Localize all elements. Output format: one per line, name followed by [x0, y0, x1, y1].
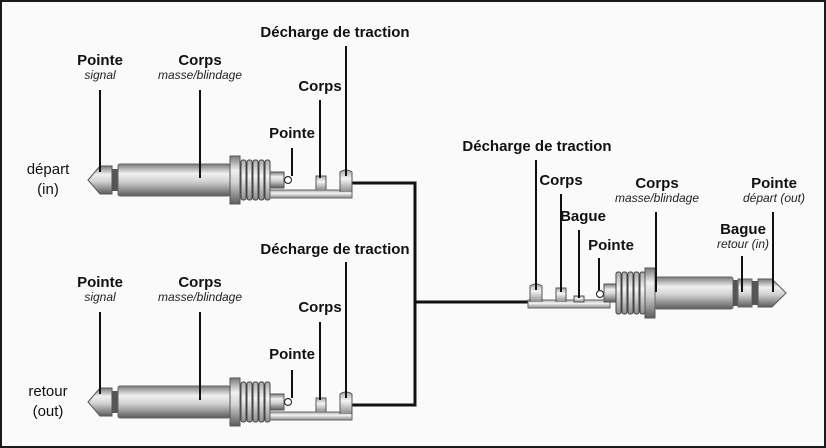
label-trs-strain-relief: Décharge de traction: [452, 139, 622, 155]
plug-trs-tip-terminal: [595, 289, 605, 299]
label-bottom-tip: Pointe signal: [70, 275, 130, 303]
plug-top: [87, 155, 353, 205]
label-trs-ring-sub: retour (in): [716, 236, 769, 251]
label-bottom-body-terminal: Corps: [284, 300, 356, 316]
plug-trs-insulator-1: [733, 280, 738, 306]
plug-top-collar: [229, 155, 241, 205]
label-trs-sleeve: Corps masse/blindage: [602, 176, 712, 204]
label-top-strain-relief-text: Décharge de traction: [260, 24, 410, 41]
cable-wiring: [352, 181, 528, 407]
label-trs-tip-terminal: Pointe: [578, 238, 644, 254]
label-bottom-body-terminal-text: Corps: [298, 299, 342, 316]
plug-bottom-body-terminal: [315, 397, 327, 412]
label-top-tip-terminal-text: Pointe: [269, 125, 315, 142]
label-bottom-side: retour (out): [12, 382, 84, 423]
plug-top-body-strip: [269, 189, 353, 199]
label-top-sleeve-title: Corps: [178, 52, 222, 69]
label-trs-ring-terminal: Bague: [552, 209, 614, 225]
label-top-side-line2: (in): [37, 181, 59, 199]
plug-bottom-collar: [229, 377, 241, 427]
plug-bottom-thread: [240, 381, 271, 423]
label-top-tip: Pointe signal: [70, 53, 130, 81]
label-top-strain-relief: Décharge de traction: [252, 25, 418, 41]
label-top-side-line1: départ: [26, 161, 70, 178]
label-bottom-tip-title: Pointe: [77, 274, 123, 291]
label-trs-ring: Bague retour (in): [704, 222, 782, 250]
plug-bottom-base: [269, 393, 285, 411]
label-top-body-terminal-text: Corps: [298, 78, 342, 95]
plug-trs-tip: [757, 278, 787, 308]
plug-top-body-terminal: [315, 175, 327, 190]
label-bottom-tip-terminal: Pointe: [256, 347, 328, 363]
label-top-sleeve-sub: masse/blindage: [157, 67, 243, 82]
label-trs-body-terminal-text: Corps: [539, 172, 583, 189]
plug-trs-base: [603, 283, 617, 303]
label-trs-sleeve-title: Corps: [635, 175, 679, 192]
label-top-body-terminal: Corps: [284, 79, 356, 95]
label-bottom-strain-relief: Décharge de traction: [252, 242, 418, 258]
plug-top-tip-terminal: [283, 175, 293, 185]
plug-top-thread: [240, 159, 271, 201]
label-bottom-side-line1: retour: [28, 383, 68, 400]
label-top-side: départ (in): [16, 160, 80, 201]
label-bottom-sleeve-title: Corps: [178, 274, 222, 291]
label-bottom-tip-terminal-text: Pointe: [269, 346, 315, 363]
label-trs-tip-terminal-text: Pointe: [588, 237, 634, 254]
label-top-sleeve: Corps masse/blindage: [140, 53, 260, 81]
leader-lines: [99, 46, 774, 400]
cable-top-bottom: [352, 181, 417, 407]
plug-trs-collar: [644, 267, 656, 319]
plug-trs-insulator-2: [752, 281, 758, 305]
label-trs-ring-terminal-text: Bague: [560, 208, 606, 225]
label-top-tip-terminal: Pointe: [256, 126, 328, 142]
label-trs-tip-title: Pointe: [751, 175, 797, 192]
label-trs-ring-title: Bague: [720, 221, 766, 238]
plug-bottom-insulator: [112, 391, 118, 413]
plug-bottom: [87, 377, 353, 427]
plug-trs-body-strip: [527, 299, 611, 309]
label-bottom-strain-relief-text: Décharge de traction: [260, 241, 410, 258]
label-trs-tip: Pointe départ (out): [732, 176, 816, 204]
label-bottom-sleeve: Corps masse/blindage: [140, 275, 260, 303]
label-top-tip-title: Pointe: [77, 52, 123, 69]
plug-trs-sleeve: [654, 276, 734, 310]
plug-bottom-sleeve: [117, 385, 231, 419]
plug-top-insulator: [112, 169, 118, 191]
plug-bottom-tip-terminal: [283, 397, 293, 407]
label-top-tip-sub: signal: [84, 67, 116, 82]
label-trs-body-terminal: Corps: [530, 173, 592, 189]
label-bottom-sleeve-sub: masse/blindage: [157, 289, 243, 304]
plug-top-base: [269, 171, 285, 189]
plug-top-sleeve: [117, 163, 231, 197]
label-trs-strain-relief-text: Décharge de traction: [462, 138, 612, 155]
plug-trs-ring: [737, 278, 753, 308]
label-trs-tip-sub: départ (out): [742, 190, 806, 205]
plug-trs-thread: [615, 271, 646, 315]
label-trs-sleeve-sub: masse/blindage: [614, 190, 700, 205]
plug-bottom-body-strip: [269, 411, 353, 421]
label-bottom-side-line2: (out): [32, 403, 64, 421]
label-bottom-tip-sub: signal: [84, 289, 116, 304]
plug-trs: [527, 267, 787, 319]
